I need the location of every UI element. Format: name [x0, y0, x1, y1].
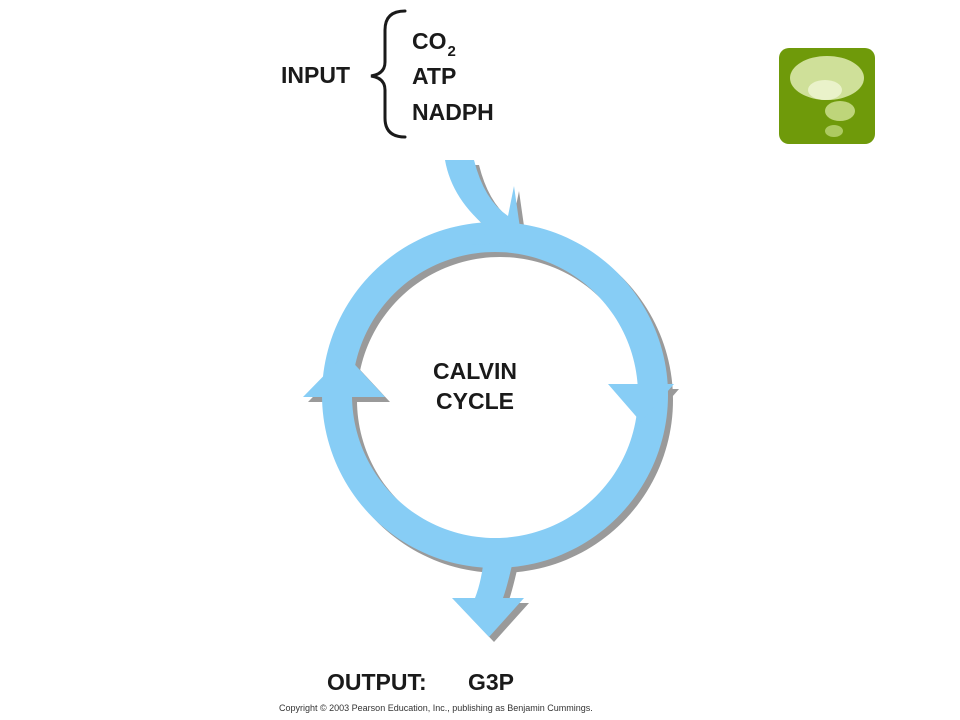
left-curly-brace-icon — [370, 9, 407, 139]
input-item-co2: CO2 — [412, 28, 456, 60]
input-item-nadph: NADPH — [412, 99, 494, 125]
output-label: OUTPUT: — [327, 669, 427, 695]
cycle-title: CALVIN CYCLE — [405, 356, 545, 416]
hint-badge[interactable] — [779, 48, 875, 144]
input-label: INPUT — [281, 62, 350, 88]
input-item-co2-text: CO — [412, 28, 447, 54]
input-item-co2-subscript: 2 — [447, 43, 456, 60]
cycle-title-line-1: CALVIN — [433, 358, 517, 384]
input-item-atp: ATP — [412, 63, 457, 89]
copyright-notice: Copyright © 2003 Pearson Education, Inc.… — [279, 703, 593, 713]
cycle-title-line-2: CYCLE — [436, 388, 514, 414]
output-value: G3P — [468, 669, 515, 695]
thought-bubble-icon — [790, 56, 864, 137]
